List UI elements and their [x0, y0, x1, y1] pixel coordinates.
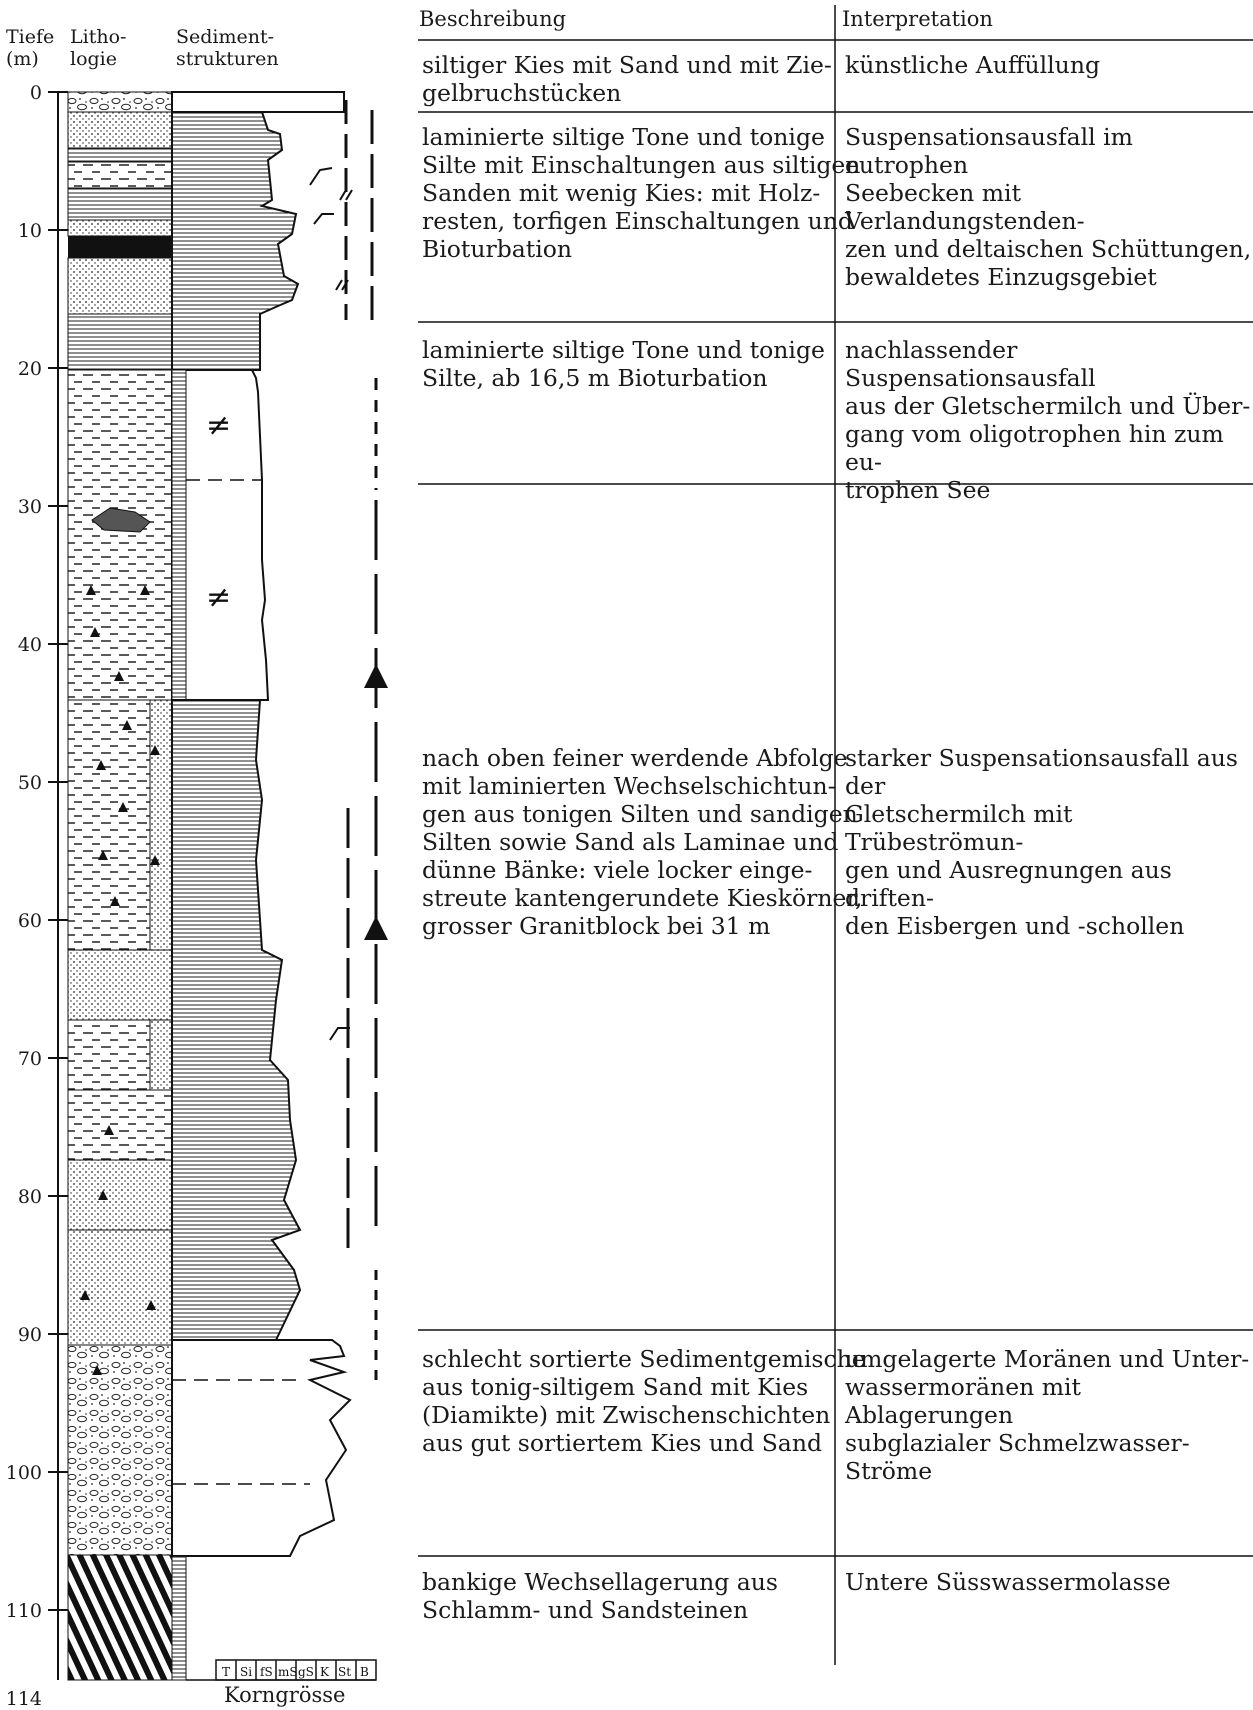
depth-label: 110 [5, 1600, 42, 1622]
interpretation-cell: Untere Süsswassermolasse [845, 1568, 1171, 1596]
tiefe-header: Tiefe (m) [6, 26, 55, 70]
interpretation-cell: Suspensationsausfall im eutrophen Seebec… [845, 123, 1252, 291]
interpretation-cell: künstliche Auffüllung [845, 51, 1101, 79]
beschreibung-cell: laminierte siltige Tone und tonige Silte… [422, 336, 825, 392]
interpretation-header: Interpretation [842, 7, 993, 31]
grain-label-si: Si [240, 1665, 252, 1679]
beschreibung-cell: schlecht sortierte Sedimentgemische aus … [422, 1345, 866, 1457]
grain-label-b: B [360, 1665, 369, 1679]
depth-label: 50 [17, 772, 42, 794]
svg-text:≠: ≠ [206, 580, 231, 615]
grain-label-st: St [338, 1665, 351, 1679]
depth-label: 30 [17, 496, 42, 518]
sedimentstrukturen-header: Sediment- strukturen [176, 26, 279, 70]
grain-label-k: K [320, 1665, 330, 1679]
grain-label-t: T [222, 1665, 230, 1679]
lithologie-header: Litho- logie [70, 26, 127, 70]
beschreibung-cell: bankige Wechsellagerung aus Schlamm- und… [422, 1568, 778, 1624]
interpretation-cell: starker Suspensationsausfall aus der Gle… [845, 744, 1238, 940]
beschreibung-cell: laminierte siltige Tone und tonige Silte… [422, 123, 861, 263]
depth-label-bottom: 114 [5, 1688, 42, 1710]
grain-size-title: Korngrösse [224, 1683, 346, 1707]
depth-label: 80 [17, 1186, 42, 1208]
depth-label: 10 [17, 220, 42, 242]
beschreibung-cell: nach oben feiner werdende Abfolge mit la… [422, 744, 863, 940]
depth-label: 60 [17, 910, 42, 932]
grain-label-fs: fS [260, 1665, 273, 1679]
depth-label: 90 [17, 1324, 42, 1346]
beschreibung-header: Beschreibung [419, 7, 567, 31]
interpretation-cell: nachlassender Suspensationsausfall aus d… [845, 336, 1251, 504]
svg-text:≠: ≠ [206, 408, 231, 443]
beschreibung-cell: siltiger Kies mit Sand und mit Zie- gelb… [422, 51, 832, 107]
grain-label-gs: gS [298, 1665, 314, 1679]
depth-label: 40 [17, 634, 42, 656]
grain-label-ms: mS [278, 1665, 298, 1679]
depth-label: 100 [5, 1462, 42, 1484]
depth-label: 0 [29, 82, 42, 104]
interpretation-cell: umgelagerte Moränen und Unter- wassermor… [845, 1345, 1250, 1485]
depth-label: 70 [17, 1048, 42, 1070]
depth-label: 20 [17, 358, 42, 380]
